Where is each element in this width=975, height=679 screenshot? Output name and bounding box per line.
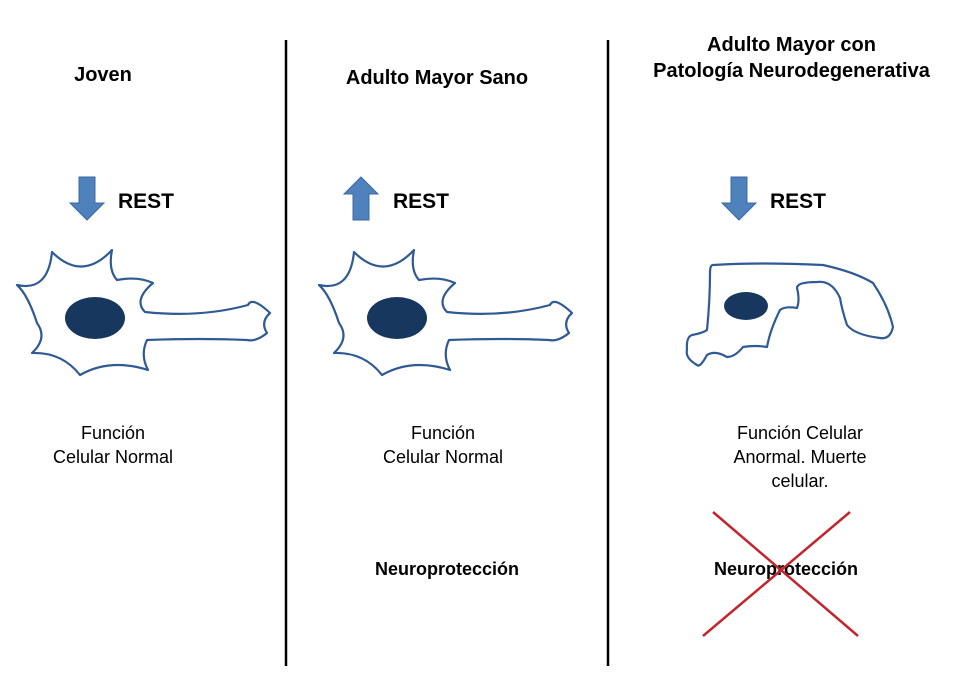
arrow-up-icon	[342, 176, 380, 221]
rest-label: REST	[393, 190, 450, 213]
panel-title-healthy-elder: Adulto Mayor Sano	[345, 67, 529, 89]
degenerated-neuron	[685, 262, 895, 367]
healthy-neuron-elder	[317, 248, 574, 377]
rest-label: REST	[118, 190, 175, 213]
arrow-down-icon	[720, 176, 758, 221]
text-line: celular.	[771, 471, 829, 491]
text-line: Celular Normal	[382, 447, 504, 467]
neuron-outline	[317, 248, 574, 377]
title-line: Patología Neurodegenerativa	[653, 60, 930, 82]
panel-title-young: Joven	[74, 64, 132, 86]
title-line: Adulto Mayor con	[707, 34, 876, 56]
arrow-down-icon	[68, 176, 106, 221]
cell-function-text: Función Celular Normal	[0, 421, 226, 469]
healthy-neuron-young	[15, 248, 272, 377]
text-line: Anormal. Muerte	[733, 447, 867, 467]
text-line: Celular Normal	[52, 447, 174, 467]
text-line: Función Celular	[736, 423, 864, 443]
neuroprotection-label-crossed: Neuroprotección	[713, 559, 859, 579]
cell-function-text: Función Celular Anormal. Muerte celular.	[690, 421, 910, 493]
neuron-outline	[15, 248, 272, 377]
nucleus	[367, 297, 427, 339]
neuroprotection-label: Neuroprotección	[374, 559, 520, 579]
rest-label: REST	[770, 190, 827, 213]
cell-function-text: Función Celular Normal	[337, 421, 549, 469]
panel-title-neurodegenerative: Adulto Mayor con Patología Neurodegenera…	[608, 32, 975, 84]
neuron-outline	[685, 262, 895, 367]
nucleus	[65, 297, 125, 339]
text-line: Función	[80, 423, 146, 443]
nucleus	[724, 292, 768, 320]
text-line: Función	[410, 423, 476, 443]
